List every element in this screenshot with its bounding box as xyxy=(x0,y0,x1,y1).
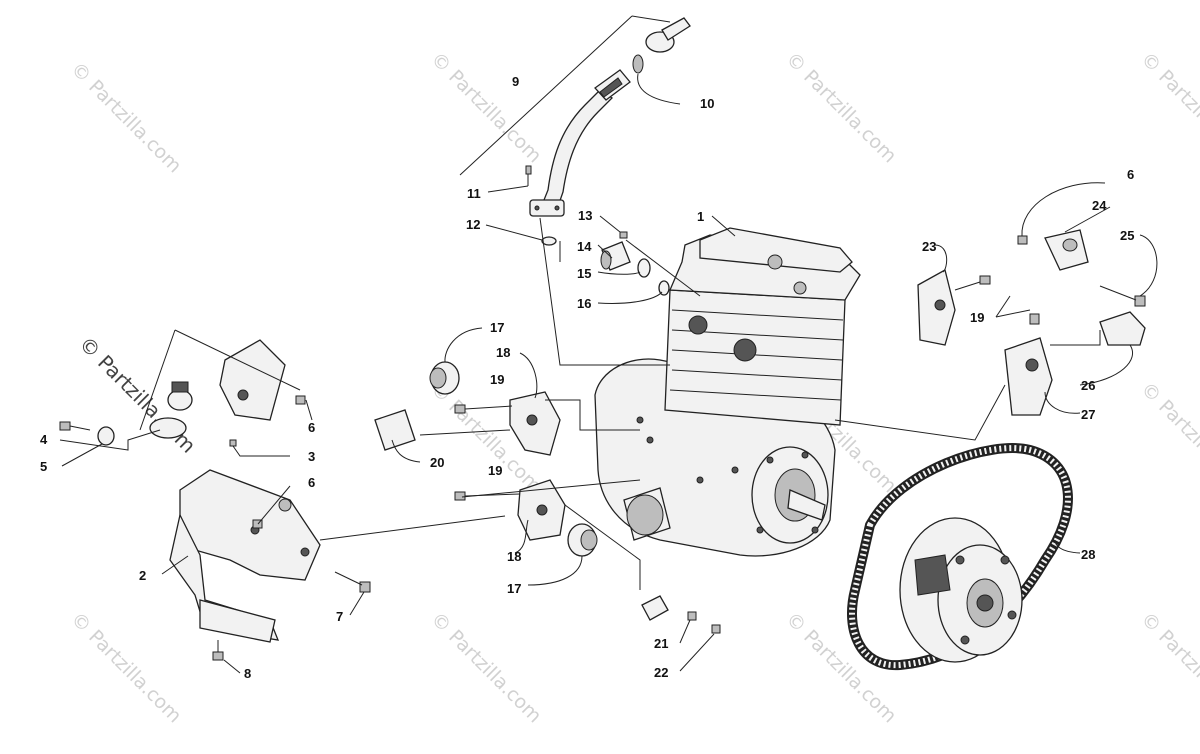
bolt-4 xyxy=(59,421,91,431)
callout-19-right[interactable]: 19 xyxy=(970,310,984,325)
o-ring-16 xyxy=(658,280,670,296)
bracket-18-upper xyxy=(509,391,561,456)
bolt-7 xyxy=(334,571,371,593)
callout-21[interactable]: 21 xyxy=(654,636,668,651)
bumper-26 xyxy=(1099,311,1146,346)
bolt-11 xyxy=(525,165,532,186)
callout-5[interactable]: 5 xyxy=(40,459,47,474)
callout-6-left-upper[interactable]: 6 xyxy=(308,420,315,435)
bumper-20 xyxy=(374,409,416,451)
o-ring-12 xyxy=(541,236,557,246)
callout-11[interactable]: 11 xyxy=(467,186,481,201)
callout-24[interactable]: 24 xyxy=(1092,198,1107,213)
leader-lines xyxy=(59,15,1158,674)
bracket-18-lower xyxy=(517,479,566,541)
callout-2[interactable]: 2 xyxy=(139,568,146,583)
bolt-22 xyxy=(711,624,721,634)
nut-6-right xyxy=(1017,235,1028,245)
callout-19-lower[interactable]: 19 xyxy=(488,463,502,478)
callout-19-upper[interactable]: 19 xyxy=(490,372,504,387)
watermark-text: © Partzilla.com xyxy=(426,48,545,167)
callout-22[interactable]: 22 xyxy=(654,665,668,680)
clutch-assembly xyxy=(899,517,1023,663)
bracket-27 xyxy=(1004,313,1053,416)
callout-15[interactable]: 15 xyxy=(577,266,591,281)
bolt-25 xyxy=(1099,285,1146,307)
callout-17-lower[interactable]: 17 xyxy=(507,581,521,596)
bracket-24 xyxy=(1044,229,1089,271)
o-ring-15 xyxy=(637,258,651,278)
drive-belt-28 xyxy=(847,443,1073,671)
bushing-5 xyxy=(97,426,115,446)
nut-6-left-lower xyxy=(252,519,263,529)
callout-3[interactable]: 3 xyxy=(308,449,315,464)
callout-28[interactable]: 28 xyxy=(1081,547,1095,562)
callout-26[interactable]: 26 xyxy=(1081,378,1095,393)
bushing-17-lower xyxy=(567,523,598,557)
callout-18-upper[interactable]: 18 xyxy=(496,345,510,360)
engine-assembly xyxy=(594,227,861,557)
bolt-19-upper xyxy=(454,404,466,414)
callout-20[interactable]: 20 xyxy=(430,455,444,470)
callout-27[interactable]: 27 xyxy=(1081,407,1095,422)
watermark-text: © Partzilla.com xyxy=(1136,48,1200,167)
bracket-23 xyxy=(917,269,956,346)
bolt-13 xyxy=(619,231,628,239)
callout-17-upper[interactable]: 17 xyxy=(490,320,504,335)
watermark-text: © Partzilla.com xyxy=(66,58,185,177)
callout-23[interactable]: 23 xyxy=(922,239,936,254)
mount-bracket-upper xyxy=(149,339,286,439)
callout-10[interactable]: 10 xyxy=(700,96,714,111)
watermark-text: © Partzilla.com xyxy=(426,608,545,727)
bolt-19-right xyxy=(979,275,991,285)
callout-25[interactable]: 25 xyxy=(1120,228,1134,243)
bracket-assembly-2 xyxy=(169,469,321,643)
bolt-3 xyxy=(229,439,237,447)
callout-14[interactable]: 14 xyxy=(577,239,592,254)
sleeve-14 xyxy=(600,241,631,271)
callout-9[interactable]: 9 xyxy=(512,74,519,89)
oil-filler-cap xyxy=(632,17,691,74)
oil-filler-tube xyxy=(529,69,631,217)
callout-6-right[interactable]: 6 xyxy=(1127,167,1134,182)
callout-7[interactable]: 7 xyxy=(336,609,343,624)
clip-21 xyxy=(641,595,697,621)
callout-labels: 1 2 3 4 5 6 6 6 7 8 9 10 11 12 13 14 15 … xyxy=(40,74,1134,681)
callout-12[interactable]: 12 xyxy=(466,217,480,232)
callout-8[interactable]: 8 xyxy=(244,666,251,681)
callout-1[interactable]: 1 xyxy=(697,209,704,224)
callout-4[interactable]: 4 xyxy=(40,432,48,447)
watermark-text: © Partzilla.com xyxy=(781,48,900,167)
watermark-text: © Partzilla.com xyxy=(66,608,185,727)
nut-6-left-upper xyxy=(295,395,306,405)
watermark-text: © Partzilla.com xyxy=(1136,608,1200,727)
bushing-17-upper xyxy=(429,361,460,395)
watermark-text: © Partzilla.com xyxy=(1136,378,1200,497)
callout-6-left-lower[interactable]: 6 xyxy=(308,475,315,490)
bolt-19-lower xyxy=(454,491,466,501)
bolt-8 xyxy=(212,640,224,661)
callout-16[interactable]: 16 xyxy=(577,296,591,311)
callout-13[interactable]: 13 xyxy=(578,208,592,223)
callout-18-lower[interactable]: 18 xyxy=(507,549,521,564)
